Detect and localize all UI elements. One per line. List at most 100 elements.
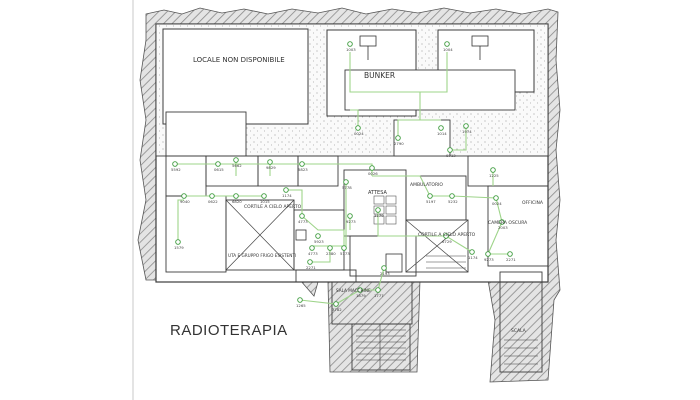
device-marker[interactable]: 1174 [468,249,478,260]
device-dot[interactable] [449,193,455,199]
device-dot[interactable] [347,213,353,219]
device-markers: 1003 1004 1014 0024 2790 0713 1974 5592 0615 5662… [171,41,516,312]
network-line [372,175,510,255]
device-marker[interactable]: 9040 [180,193,190,204]
device-dot[interactable] [315,233,321,239]
device-dot[interactable] [261,193,267,199]
label-ambulatorio: AMBULATORIO [410,182,443,188]
device-marker[interactable]: 5232 [448,193,458,204]
device-code: 3782 [332,307,342,312]
device-marker[interactable]: 2380 [326,245,336,256]
device-dot[interactable] [438,125,444,131]
device-dot[interactable] [307,259,313,265]
device-marker[interactable]: 1014 [437,125,447,136]
device-dot[interactable] [327,245,333,251]
device-marker[interactable]: 2271 [506,251,516,262]
device-marker[interactable]: 6729 [442,233,452,244]
device-marker[interactable]: 1579 [174,239,184,250]
network-line [397,119,420,138]
label-locale: LOCALE NON DISPONIBILE [193,56,285,64]
device-dot[interactable] [357,287,363,293]
device-dot[interactable] [181,193,187,199]
device-marker[interactable]: 0026 [368,165,378,176]
device-marker[interactable]: 5923 [314,233,324,244]
device-marker[interactable]: 2790 [394,135,404,146]
device-marker[interactable]: 1777 [374,287,384,298]
device-marker[interactable]: 1015 [260,193,270,204]
device-marker[interactable]: 0024 [354,125,364,136]
device-code: 1777 [374,293,384,298]
device-dot[interactable] [297,297,303,303]
device-dot[interactable] [341,245,347,251]
device-dot[interactable] [299,161,305,167]
device-code: 0713 [446,153,456,158]
device-dot[interactable] [493,195,499,201]
device-dot[interactable] [375,207,381,213]
device-dot[interactable] [490,167,496,173]
device-dot[interactable] [469,249,475,255]
device-marker[interactable]: 9273 [484,251,494,262]
device-marker[interactable]: 5823 [298,161,308,172]
device-dot[interactable] [267,159,273,165]
device-marker[interactable]: 0622 [208,193,218,204]
label-officina: OFFICINA [522,200,544,206]
device-marker[interactable]: 1179 [374,207,384,218]
device-dot[interactable] [343,179,349,185]
device-dot[interactable] [233,157,239,163]
device-dot[interactable] [463,123,469,129]
device-code: 2003 [498,225,508,230]
device-marker[interactable]: 1004 [443,41,453,52]
device-dot[interactable] [283,187,289,193]
device-dot[interactable] [381,265,387,271]
device-dot[interactable] [427,193,433,199]
device-marker[interactable]: 1225 [489,167,499,178]
label-cortile-right: CORTILE A CIELO APERTO [418,232,476,238]
device-marker[interactable]: 5197 [426,193,436,204]
label-cortile-left: CORTILE A CIELO APERTO [244,204,302,210]
device-dot[interactable] [347,41,353,47]
device-marker[interactable]: 2003 [498,219,508,230]
device-dot[interactable] [395,135,401,141]
label-camera-oscura: CAMERA OSCURA [488,220,528,226]
device-dot[interactable] [299,213,305,219]
network-line [450,126,467,151]
device-dot[interactable] [233,193,239,199]
device-marker[interactable]: 9273 [346,213,356,224]
device-marker[interactable]: 9829 [266,159,276,170]
device-dot[interactable] [309,245,315,251]
device-marker[interactable]: 1003 [346,41,356,52]
device-dot[interactable] [355,125,361,131]
device-marker[interactable]: 0615 [214,161,224,172]
device-dot[interactable] [485,251,491,257]
device-marker[interactable]: 2193 [380,265,390,276]
device-dot[interactable] [172,161,178,167]
device-marker[interactable]: 3782 [332,301,342,312]
device-dot[interactable] [447,147,453,153]
device-marker[interactable]: 1974 [462,123,472,134]
device-marker[interactable]: 5173 [340,245,350,256]
device-dot[interactable] [507,251,513,257]
device-dot[interactable] [444,41,450,47]
device-marker[interactable]: 4773 [298,213,308,224]
device-dot[interactable] [499,219,505,225]
device-marker[interactable]: 4773 [308,245,318,256]
device-marker[interactable]: 5592 [171,161,181,172]
device-marker[interactable]: 2271 [306,259,316,270]
device-marker[interactable]: 0024 [492,195,502,206]
device-marker[interactable]: 5662 [232,157,242,168]
device-code: 6729 [442,239,452,244]
device-marker[interactable]: 0713 [446,147,456,158]
device-dot[interactable] [209,193,215,199]
device-code: 5197 [426,199,436,204]
device-marker[interactable]: 6820 [232,193,242,204]
device-dot[interactable] [375,287,381,293]
device-marker[interactable]: 5778 [342,179,352,190]
device-dot[interactable] [443,233,449,239]
device-dot[interactable] [215,161,221,167]
device-dot[interactable] [333,301,339,307]
device-marker[interactable]: 1265 [296,297,306,308]
device-dot[interactable] [369,165,375,171]
device-marker[interactable]: 1879 [356,287,366,298]
device-marker[interactable]: 1174 [282,187,292,198]
device-dot[interactable] [175,239,181,245]
